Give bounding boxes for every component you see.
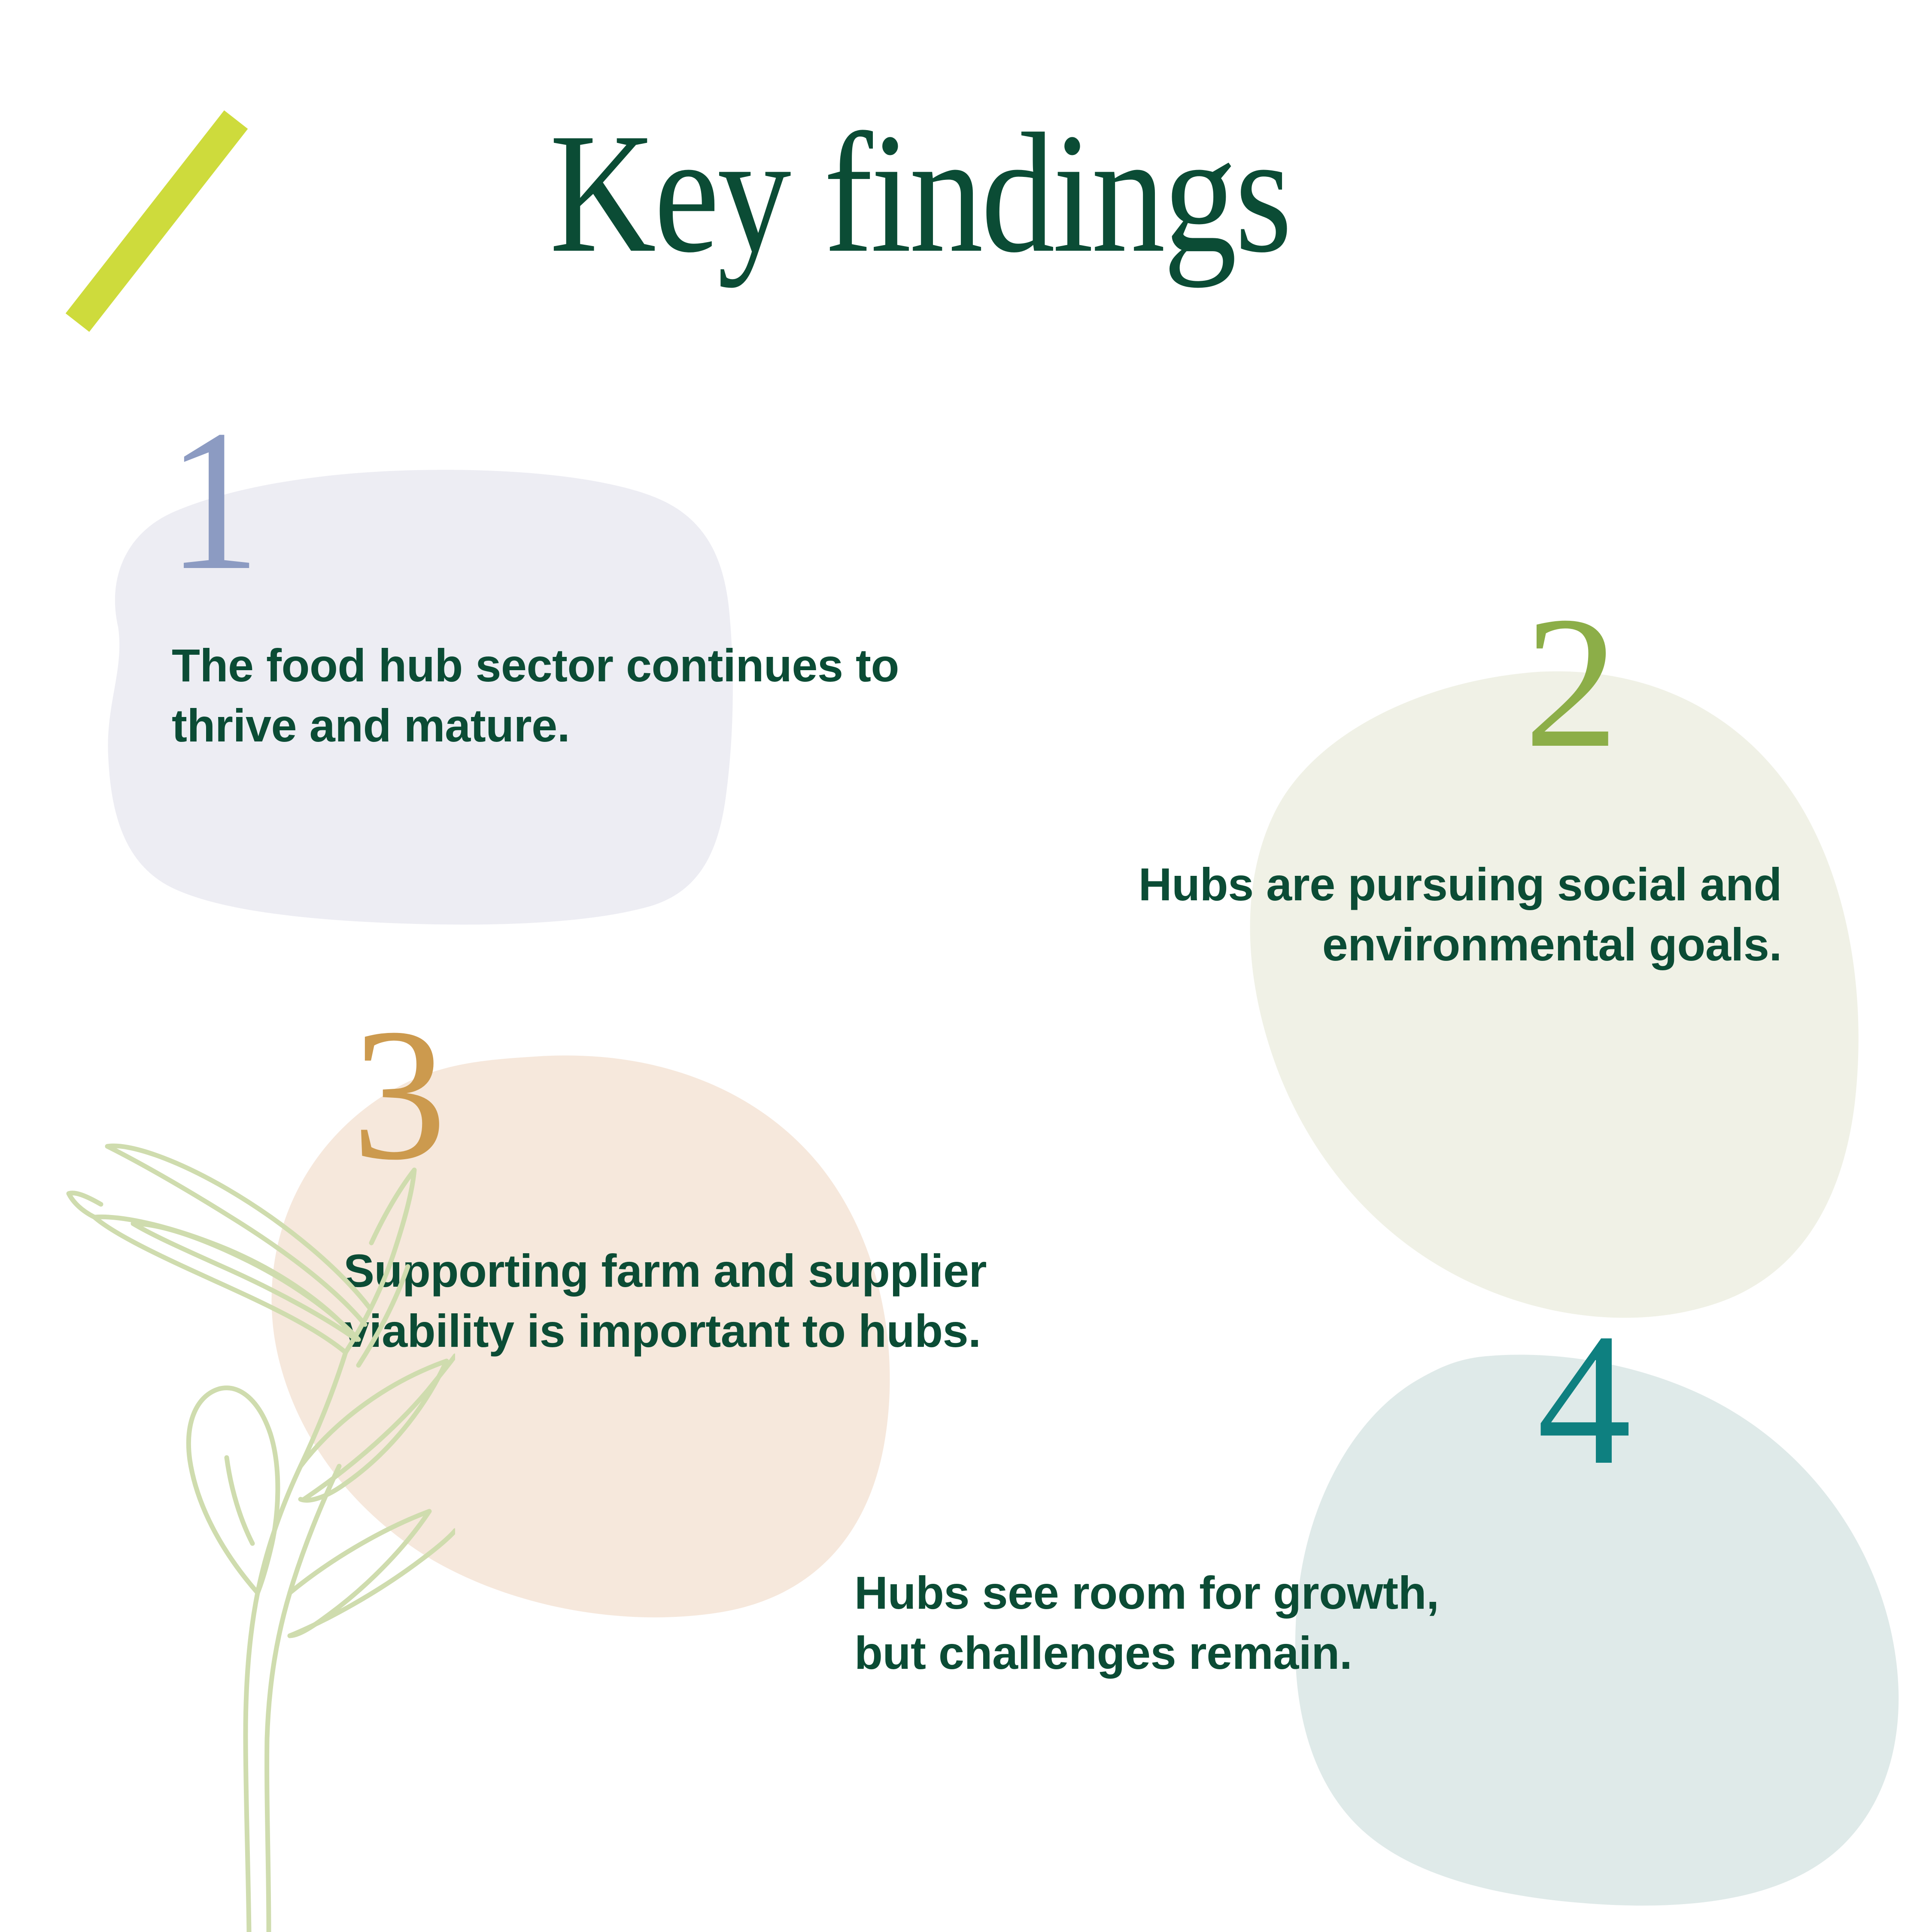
diagonal-slash-decoration <box>65 110 248 332</box>
finding-4-text: Hubs see room for growth, but challenges… <box>854 1567 1439 1679</box>
finding-1-number: 1 <box>167 388 261 612</box>
finding-4-blob <box>1279 1344 1906 1911</box>
finding-3-text: Supporting farm and supplier viability i… <box>343 1245 987 1357</box>
finding-2-text: Hubs are pursuing social and environment… <box>1138 858 1782 971</box>
leaf-illustration-icon <box>26 1022 455 1932</box>
finding-3-blob <box>266 1048 906 1619</box>
finding-1-blob <box>77 447 747 927</box>
finding-1-text: The food hub sector continues to thrive … <box>172 639 899 752</box>
finding-2-blob <box>1236 661 1872 1318</box>
page-title: Key findings <box>550 98 1292 288</box>
finding-3-number: 3 <box>352 990 447 1199</box>
finding-4-number: 4 <box>1537 1295 1631 1504</box>
finding-2-number: 2 <box>1524 578 1619 787</box>
